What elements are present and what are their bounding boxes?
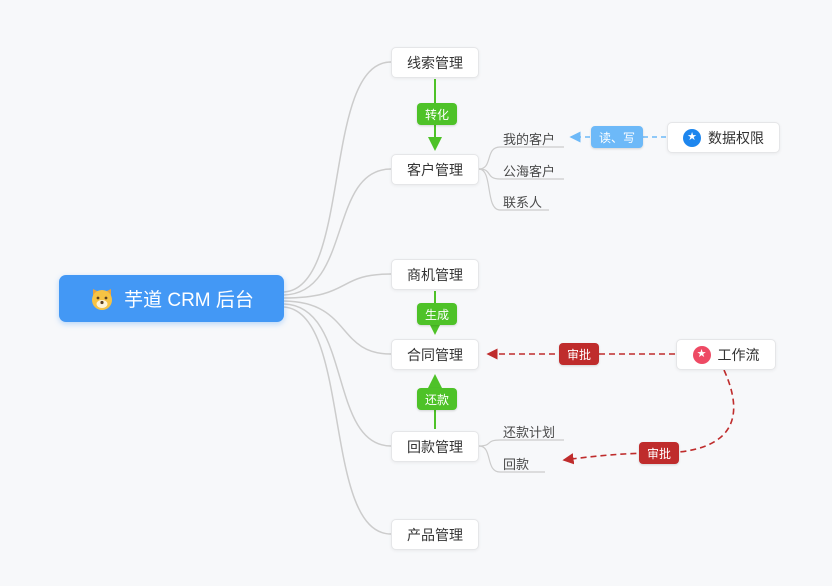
- badge-convert: 转化: [417, 103, 458, 125]
- badge-generate: 生成: [417, 303, 458, 325]
- child-repayment-plan: 还款计划: [503, 425, 556, 440]
- node-customer-management: 客户管理: [391, 154, 479, 185]
- star-icon: ★: [683, 128, 701, 147]
- node-opportunity-management: 商机管理: [391, 259, 479, 290]
- node-data-permission: ★ 数据权限: [667, 122, 780, 153]
- child-contacts: 联系人: [503, 195, 543, 210]
- node-label: 合同管理: [407, 346, 463, 363]
- badge-approve-contract: 审批: [559, 343, 600, 365]
- badge-read-write: 读、写: [591, 126, 644, 148]
- star-glyph: ★: [696, 348, 707, 360]
- node-label: 商机管理: [407, 266, 463, 283]
- node-contract-management: 合同管理: [391, 339, 479, 370]
- node-label: 线索管理: [407, 54, 463, 71]
- node-label: 数据权限: [708, 129, 764, 146]
- badge-repay: 还款: [417, 388, 458, 410]
- node-receivable-management: 回款管理: [391, 431, 479, 462]
- child-receipt: 回款: [503, 457, 530, 472]
- main-node-crm-backend: 芋道 CRM 后台: [59, 275, 284, 322]
- node-product-management: 产品管理: [391, 519, 479, 550]
- node-lead-management: 线索管理: [391, 47, 479, 78]
- child-my-customers: 我的客户: [503, 132, 556, 147]
- star-icon: ★: [692, 345, 711, 364]
- child-open-sea-customers: 公海客户: [503, 164, 556, 179]
- badge-approve-receivable: 审批: [639, 442, 680, 464]
- dog-face-icon: [92, 288, 113, 310]
- main-branch-edges: [283, 61, 392, 535]
- node-label: 客户管理: [407, 161, 463, 178]
- star-glyph: ★: [687, 131, 697, 143]
- main-node-label: 芋道 CRM 后台: [124, 290, 254, 311]
- node-label: 产品管理: [407, 526, 463, 543]
- node-label: 回款管理: [407, 438, 463, 455]
- node-label: 工作流: [717, 346, 760, 363]
- node-workflow: ★ 工作流: [676, 339, 776, 370]
